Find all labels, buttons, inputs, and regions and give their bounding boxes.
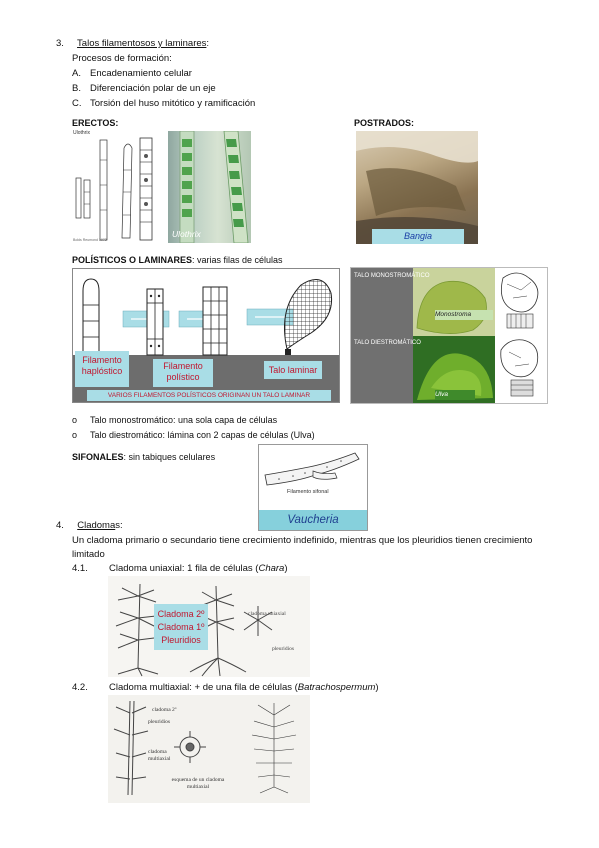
mono-label: TALO MONOSTROMÁTICO bbox=[354, 273, 430, 279]
di-label: TALO DIESTROMÁTICO bbox=[354, 340, 421, 346]
chara-label-uniaxial: cladoma uniaxial bbox=[248, 611, 286, 617]
polisticos-banner: VARIOS FILAMENTOS POLÍSTICOS ORIGINAN UN… bbox=[87, 390, 331, 401]
label-filamento-polistico: Filamento polístico bbox=[153, 359, 213, 387]
erectos-heading: ERECTOS: bbox=[72, 118, 119, 128]
monostroma-ulva-figure: TALO MONOSTROMÁTICO Monostroma TALO DIES… bbox=[350, 267, 548, 404]
section-4-paragraph: Un cladoma primario o secundario tiene c… bbox=[72, 535, 533, 560]
list-item: B.Diferenciación polar de un eje bbox=[72, 83, 216, 94]
bangia-caption: Bangia bbox=[372, 229, 464, 244]
batrachospermum-figure: cladoma 2º pleuridios cladoma multiaxial… bbox=[108, 695, 310, 803]
vaucheria-caption: Vaucheria bbox=[259, 510, 367, 530]
postrados-heading: POSTRADOS: bbox=[354, 118, 415, 128]
subsection-4-2: 4.2.Cladoma multiaxial: + de una fila de… bbox=[72, 682, 379, 693]
mono-caption: Monostroma bbox=[435, 310, 493, 320]
label-talo-laminar: Talo laminar bbox=[264, 361, 322, 379]
chara-figure: Cladoma 2º Cladoma 1º Pleuridios cladoma… bbox=[108, 576, 310, 677]
list-item: A.Encadenamiento celular bbox=[72, 68, 192, 79]
sifonales-heading: SIFONALES: sin tabiques celulares bbox=[72, 452, 216, 462]
di-caption: Ulva bbox=[435, 390, 475, 400]
bangia-photo: Bangia bbox=[356, 131, 478, 244]
vaucheria-drawing-label: Filamento sifonal bbox=[287, 489, 329, 495]
section-4-title: Cladoma bbox=[77, 520, 116, 531]
ulothrix-drawing: Ulothrix Bolds Reumond 1972 bbox=[72, 130, 167, 244]
section-3-heading: 3. Talos filamentosos y laminares: bbox=[56, 38, 210, 49]
section-4-heading: 4. Cladomas: bbox=[56, 520, 123, 531]
label-cladoma2: cladoma 2º bbox=[152, 707, 177, 713]
polisticos-heading: POLÍSTICOS O LAMINARES: varias filas de … bbox=[72, 255, 283, 265]
label-filamento-haplostico: Filamento haplóstico bbox=[75, 351, 129, 387]
section-3-title: Talos filamentosos y laminares bbox=[77, 38, 207, 49]
chara-label-pleuridios: pleuridios bbox=[272, 646, 294, 652]
section-3-intro: Procesos de formación: bbox=[72, 53, 172, 64]
chara-caption: Cladoma 2º Cladoma 1º Pleuridios bbox=[154, 604, 208, 650]
section-3-number: 3. bbox=[56, 38, 64, 49]
list-item: C.Torsión del huso mitótico y ramificaci… bbox=[72, 98, 256, 109]
ulothrix-photo: Ulothrix bbox=[168, 131, 251, 243]
vaucheria-figure: Filamento sifonal Vaucheria bbox=[258, 444, 368, 531]
label-cladoma-multiaxial: cladoma multiaxial bbox=[148, 749, 171, 762]
polisticos-diagram: Filamento haplóstico Filamento polístico… bbox=[72, 268, 340, 403]
label-esquema: esquema de un cladoma multiaxial bbox=[171, 777, 225, 790]
ulothrix-caption: Ulothrix bbox=[172, 229, 201, 239]
subsection-4-1: 4.1.Cladoma uniaxial: 1 fila de células … bbox=[72, 563, 288, 574]
label-pleuridios: pleuridios bbox=[148, 719, 170, 725]
